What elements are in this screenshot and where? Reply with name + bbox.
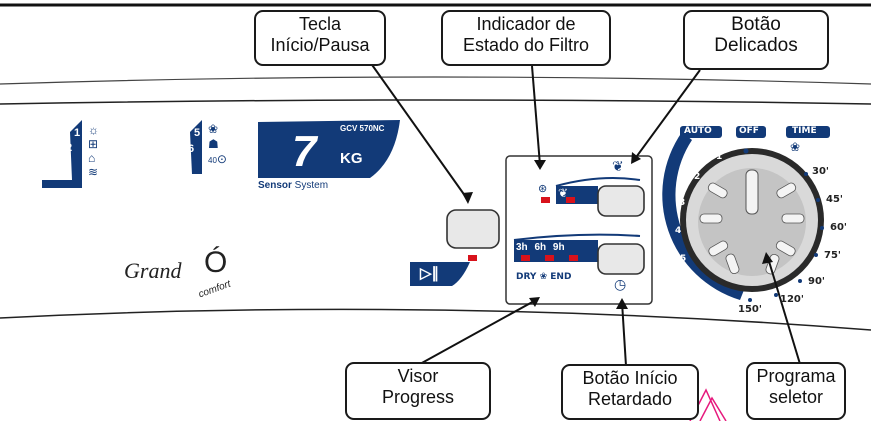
program-number-7: 7 [182, 159, 189, 171]
panel-curve-2 [0, 99, 871, 105]
program-selector-dial[interactable] [680, 148, 824, 292]
panel-curve-3 [0, 308, 871, 331]
callout-filter-line1: Indicador de [476, 14, 576, 34]
program-number-4: 4 [48, 171, 55, 183]
callout-selector-line2: seletor [768, 387, 824, 407]
callout-delicates-line2: Delicados [714, 35, 798, 56]
delay-button-shape [597, 243, 645, 275]
delay-start-button[interactable] [598, 244, 644, 274]
time-120: 120' [780, 294, 804, 305]
state-dry: DRY [516, 272, 537, 282]
delicates-button[interactable] [598, 186, 644, 216]
dial-auto-label: AUTO [684, 126, 712, 136]
callout-delay-start: Botão Início Retardado [561, 364, 699, 420]
capacity-badge [258, 120, 400, 178]
filter-led [541, 197, 550, 203]
dial-pointer [745, 169, 759, 215]
shirts-icon: ☗ [208, 137, 219, 151]
dial-off-label: OFF [739, 126, 759, 136]
dial-fan-icon: ❀ [790, 140, 801, 154]
state-end: END [550, 272, 572, 282]
callout-delicates-line1: Botão [731, 14, 781, 35]
time-150: 150' [738, 304, 762, 315]
program-badge-left [42, 120, 82, 188]
time-75: 75' [824, 250, 841, 261]
state-labels: DRY ❀ END [516, 272, 571, 282]
program-number-1: 1 [74, 127, 81, 139]
dial-num-1: 1 [716, 152, 723, 162]
capacity-unit: KG [340, 150, 363, 167]
dial-auto-arc [662, 132, 744, 300]
window-icon: ⊞ [88, 137, 99, 151]
program-icons-left: ☼ ⊞ ⌂ ≋ [88, 123, 99, 179]
led-9h [569, 255, 578, 261]
fan-icon: ❀ [539, 272, 548, 282]
brand-o-mark: Ó [204, 246, 228, 279]
time-60: 60' [830, 222, 847, 233]
filter-icon: ⊛ [538, 183, 548, 195]
delicates-led [566, 197, 575, 203]
led-6h [545, 255, 554, 261]
dial-time-label: TIME [792, 126, 817, 136]
delicates-button-shape [597, 185, 645, 217]
capacity-number: 7 [292, 127, 317, 176]
start-pause-button-shape [446, 209, 500, 249]
time-90: 90' [808, 276, 825, 287]
program-number-5: 5 [194, 127, 201, 139]
dial-num-2: 2 [694, 172, 701, 182]
clock-icon: ◷ [614, 276, 627, 292]
play-pause-icon: ▷∥ [420, 265, 440, 282]
start-pause-bar [410, 262, 470, 286]
dial-num-6: 6 [694, 278, 701, 288]
callout-start-pause-line2: Início/Pausa [270, 35, 370, 55]
program-icons-right: ❀ ☗ 40⊙ [208, 122, 227, 168]
start-pause-button[interactable] [447, 210, 499, 248]
hour-6h: 6h [534, 242, 547, 253]
callout-progress-line1: Visor [397, 366, 439, 386]
callout-start-pause: Tecla Início/Pausa [254, 10, 386, 66]
callout-selector: Programa seletor [746, 362, 846, 420]
program-number-6: 6 [188, 143, 195, 155]
sensor-bold: Sensor [258, 180, 292, 191]
callout-delay-line2: Retardado [587, 389, 673, 409]
sensor-system-label: Sensor System [258, 180, 328, 191]
led-3h [521, 255, 530, 261]
callout-delay-line1: Botão Início [582, 368, 678, 388]
hanger-icon: ⌂ [88, 151, 96, 165]
callout-filter-line2: Estado do Filtro [462, 35, 590, 55]
dial-num-4: 4 [675, 226, 682, 236]
brand-name: Grand [124, 258, 182, 283]
dial-num-7: 7 [716, 294, 723, 304]
delicates-strip-icon: ❦ [558, 186, 569, 200]
callout-progress-line2: Progress [381, 387, 455, 407]
program-badge-right [190, 120, 202, 174]
panel-curve-1 [0, 76, 871, 85]
time-45: 45' [826, 194, 843, 205]
dial-num-3: 3 [679, 198, 686, 208]
hour-3h: 3h [516, 242, 528, 253]
iron-icon: ≋ [88, 165, 99, 179]
time-30: 30' [812, 166, 829, 177]
model-label: GCV 570NC [340, 124, 385, 133]
callout-start-pause-line1: Tecla [298, 14, 342, 34]
feather-icon: ❦ [612, 158, 624, 174]
sun-icon: ☼ [88, 123, 99, 137]
clock-40-icon: 40⊙ [208, 152, 227, 166]
callout-delicates: Botão Delicados [683, 10, 829, 70]
callout-filter-status: Indicador de Estado do Filtro [441, 10, 611, 66]
sensor-rest: System [291, 180, 329, 191]
hour-9h: 9h [552, 242, 565, 253]
callout-progress: Visor Progress [345, 362, 491, 420]
start-pause-led [468, 255, 477, 261]
program-number-2: 2 [66, 142, 73, 154]
program-number-3: 3 [58, 156, 65, 168]
wool-icon: ❀ [208, 122, 219, 136]
callout-selector-line1: Programa [756, 366, 836, 386]
hours-labels: 3h 6h 9h [516, 242, 565, 253]
dial-num-5: 5 [680, 254, 687, 264]
